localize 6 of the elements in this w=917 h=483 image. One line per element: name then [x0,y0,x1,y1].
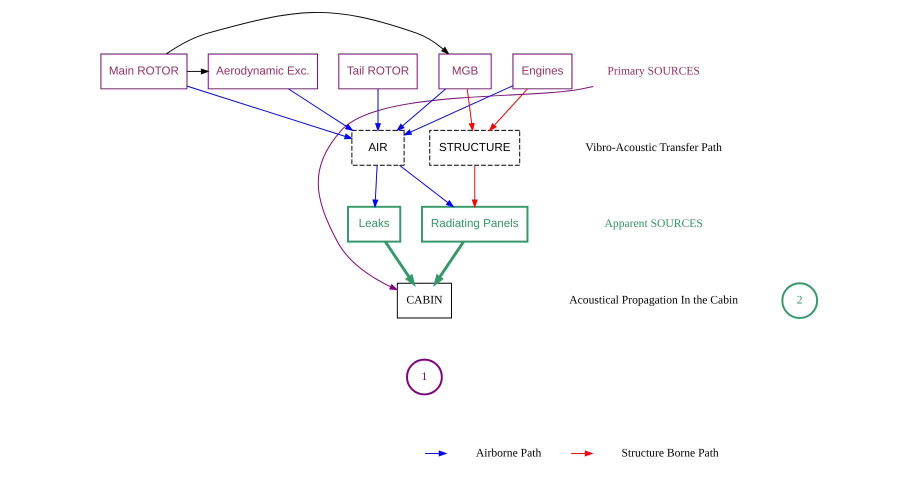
node-text: Primary SOURCES [606,64,700,78]
label: Vibro-Acoustic Transfer Path [584,140,722,154]
legend-label: Airborne Path [475,446,541,460]
label: Apparent SOURCES [604,217,702,230]
legend-label: Structure Borne Path [620,446,718,460]
label: Acoustical Propagation In the Cabin [568,294,738,307]
